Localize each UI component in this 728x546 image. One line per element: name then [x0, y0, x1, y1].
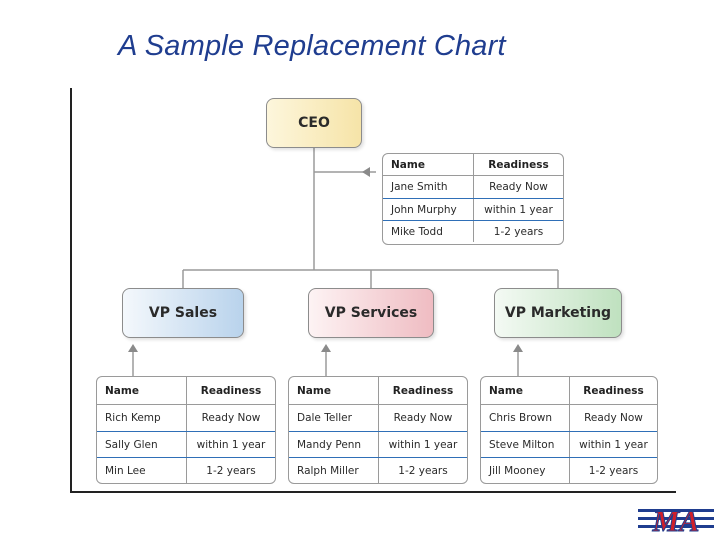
candidate-readiness: Ready Now [378, 405, 467, 431]
table-row: Mandy Penn within 1 year [289, 431, 467, 457]
marketing-arrowhead [513, 344, 523, 352]
table-row: Jill Mooney 1-2 years [481, 457, 657, 483]
readiness-column-header: Readiness [473, 154, 563, 175]
table-row: Jane Smith Ready Now [383, 176, 563, 198]
candidate-name: Dale Teller [297, 412, 352, 424]
vp-services-replacement-table: Name Readiness Dale Teller Ready Now Man… [288, 376, 468, 484]
table-row: Sally Glen within 1 year [97, 431, 275, 457]
readiness-column-header: Readiness [569, 377, 657, 404]
vp-services-node: VP Services [308, 288, 434, 338]
candidate-readiness: 1-2 years [569, 458, 657, 483]
candidate-readiness: Ready Now [473, 176, 563, 198]
table-row: Dale Teller Ready Now [289, 405, 467, 431]
table-row: Mike Todd 1-2 years [383, 220, 563, 242]
table-row: Chris Brown Ready Now [481, 405, 657, 431]
svg-text:MA: MA [652, 505, 700, 538]
vp-marketing-replacement-table: Name Readiness Chris Brown Ready Now Ste… [480, 376, 658, 484]
candidate-name: Mike Todd [391, 225, 443, 238]
chart-frame [70, 88, 676, 493]
candidate-readiness: 1-2 years [378, 458, 467, 483]
candidate-name: Jane Smith [391, 181, 448, 193]
candidate-readiness: within 1 year [569, 432, 657, 457]
candidate-name: Rich Kemp [105, 412, 161, 424]
ma-logo: MA [638, 505, 714, 538]
candidate-name: Steve Milton [489, 438, 555, 451]
candidate-readiness: 1-2 years [186, 458, 275, 483]
candidate-name: Ralph Miller [297, 464, 359, 477]
candidate-name: Min Lee [105, 464, 146, 477]
slide-title: A Sample Replacement Chart [118, 30, 506, 62]
candidate-name: Sally Glen [105, 438, 158, 451]
readiness-column-header: Readiness [186, 377, 275, 404]
name-column-header: Name [489, 384, 523, 397]
name-column-header: Name [105, 384, 139, 397]
name-column-header: Name [297, 384, 331, 397]
sales-arrowhead [128, 344, 138, 352]
candidate-name: Jill Mooney [489, 464, 546, 477]
candidate-readiness: Ready Now [569, 405, 657, 431]
ceo-replacement-table: Name Readiness Jane Smith Ready Now John… [382, 153, 564, 245]
table-header: Name Readiness [383, 154, 563, 176]
table-row: Steve Milton within 1 year [481, 431, 657, 457]
table-header: Name Readiness [97, 377, 275, 405]
candidate-readiness: Ready Now [186, 405, 275, 431]
candidate-readiness: within 1 year [186, 432, 275, 457]
table-header: Name Readiness [481, 377, 657, 405]
candidate-name: Chris Brown [489, 412, 552, 424]
candidate-readiness: within 1 year [473, 199, 563, 220]
services-arrowhead [321, 344, 331, 352]
table-row: Rich Kemp Ready Now [97, 405, 275, 431]
readiness-column-header: Readiness [378, 377, 467, 404]
table-row: John Murphy within 1 year [383, 198, 563, 220]
candidate-name: Mandy Penn [297, 438, 362, 451]
vp-sales-replacement-table: Name Readiness Rich Kemp Ready Now Sally… [96, 376, 276, 484]
ceo-arrowhead [362, 167, 370, 177]
vp-sales-node: VP Sales [122, 288, 244, 338]
candidate-readiness: 1-2 years [473, 221, 563, 242]
candidate-name: John Murphy [391, 203, 457, 216]
candidate-readiness: within 1 year [378, 432, 467, 457]
vp-marketing-node: VP Marketing [494, 288, 622, 338]
name-column-header: Name [391, 158, 425, 171]
table-header: Name Readiness [289, 377, 467, 405]
ceo-node: CEO [266, 98, 362, 148]
table-row: Min Lee 1-2 years [97, 457, 275, 483]
table-row: Ralph Miller 1-2 years [289, 457, 467, 483]
